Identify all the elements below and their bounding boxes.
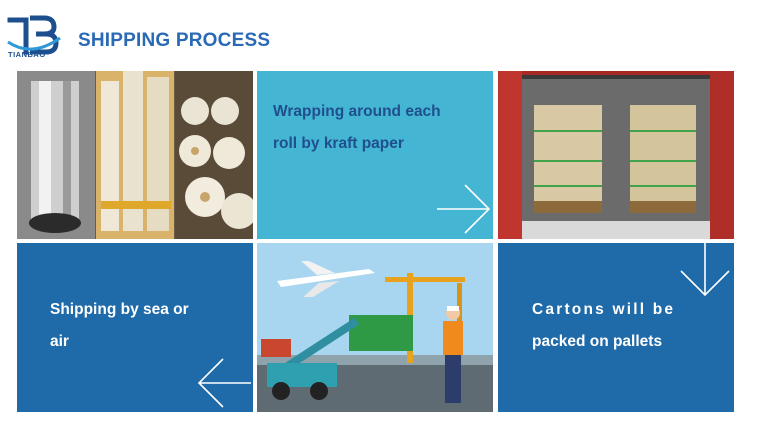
cartons-caption: Cartons will be packed on pallets: [532, 301, 676, 350]
photo-loaded-container: [498, 71, 734, 239]
wrapping-caption: Wrapping around each roll by kraft paper: [273, 103, 441, 152]
photo-sea-air-shipping: [257, 243, 493, 412]
page-title: SHIPPING PROCESS: [78, 30, 271, 51]
arrow-left-icon: [197, 358, 251, 408]
tile-shipping: Shipping by sea or air: [17, 243, 253, 412]
arrow-down-icon: [680, 243, 730, 297]
photo-wrapped-rolls: [17, 71, 253, 239]
tianbao-logo: [6, 12, 62, 62]
tile-cartons: Cartons will be packed on pallets: [498, 243, 734, 412]
arrow-right-icon: [437, 184, 491, 234]
shipping-caption: Shipping by sea or air: [50, 301, 189, 350]
logo-wordmark: TIANBAO: [8, 50, 46, 59]
tile-wrapping: Wrapping around each roll by kraft paper: [257, 71, 493, 239]
